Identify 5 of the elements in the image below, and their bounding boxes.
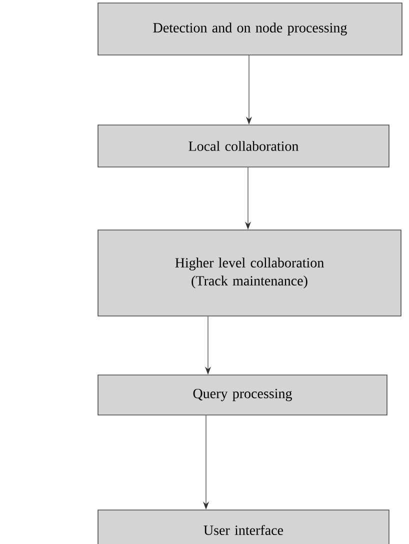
process-box: Local collaboration: [98, 124, 390, 168]
process-box: User interface: [98, 510, 390, 544]
process-box: Higher level collaboration (Track maintenance): [98, 230, 402, 316]
process-box: Query processing: [98, 374, 388, 416]
process-box: Detection and on node processing: [98, 2, 402, 56]
